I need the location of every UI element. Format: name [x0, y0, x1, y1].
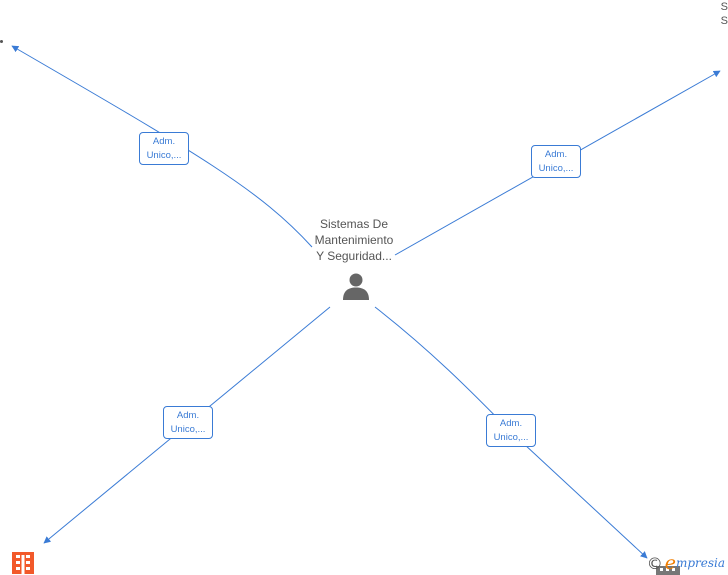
role-box-bottom-right[interactable]: Adm. Unico,...	[486, 414, 536, 447]
role-box-top-right[interactable]: Adm. Unico,...	[531, 145, 581, 178]
role-label-line-1: Adm.	[176, 410, 200, 421]
role-box-bottom-left[interactable]: Adm. Unico,...	[163, 406, 213, 439]
edge-line-top-left	[11, 45, 313, 248]
role-label-line-2: Unico,...	[170, 424, 206, 435]
role-box-top-left[interactable]: Adm. Unico,...	[139, 132, 189, 165]
corner-label-line-2: S	[720, 15, 728, 27]
role-label-line-1: Adm.	[152, 136, 176, 147]
copyright-icon: ©	[646, 553, 663, 573]
role-label-line-1: Adm.	[499, 418, 523, 429]
company-icon	[656, 566, 680, 575]
role-label-line-1: Adm.	[544, 149, 568, 160]
center-label-line-3: Y Seguridad...	[316, 249, 392, 263]
person-icon[interactable]	[341, 271, 371, 301]
corner-label-line-1: S	[720, 1, 728, 13]
role-label-line-2: Unico,...	[146, 150, 182, 161]
corner-node-label[interactable]: S S	[721, 0, 728, 28]
building-icon[interactable]	[12, 552, 34, 574]
empresia-logo: © e mpresia	[647, 553, 725, 573]
center-label-line-2: Mantenimiento	[314, 233, 394, 247]
role-label-line-2: Unico,...	[493, 432, 529, 443]
center-label-line-1: Sistemas De	[319, 217, 389, 231]
brand-name: mpresia	[675, 556, 725, 570]
role-label-line-2: Unico,...	[538, 163, 574, 174]
edge-endpoint-dot	[0, 40, 3, 43]
brand-initial: e	[664, 552, 676, 574]
center-node-label[interactable]: Sistemas De Mantenimiento Y Seguridad...	[299, 216, 409, 264]
